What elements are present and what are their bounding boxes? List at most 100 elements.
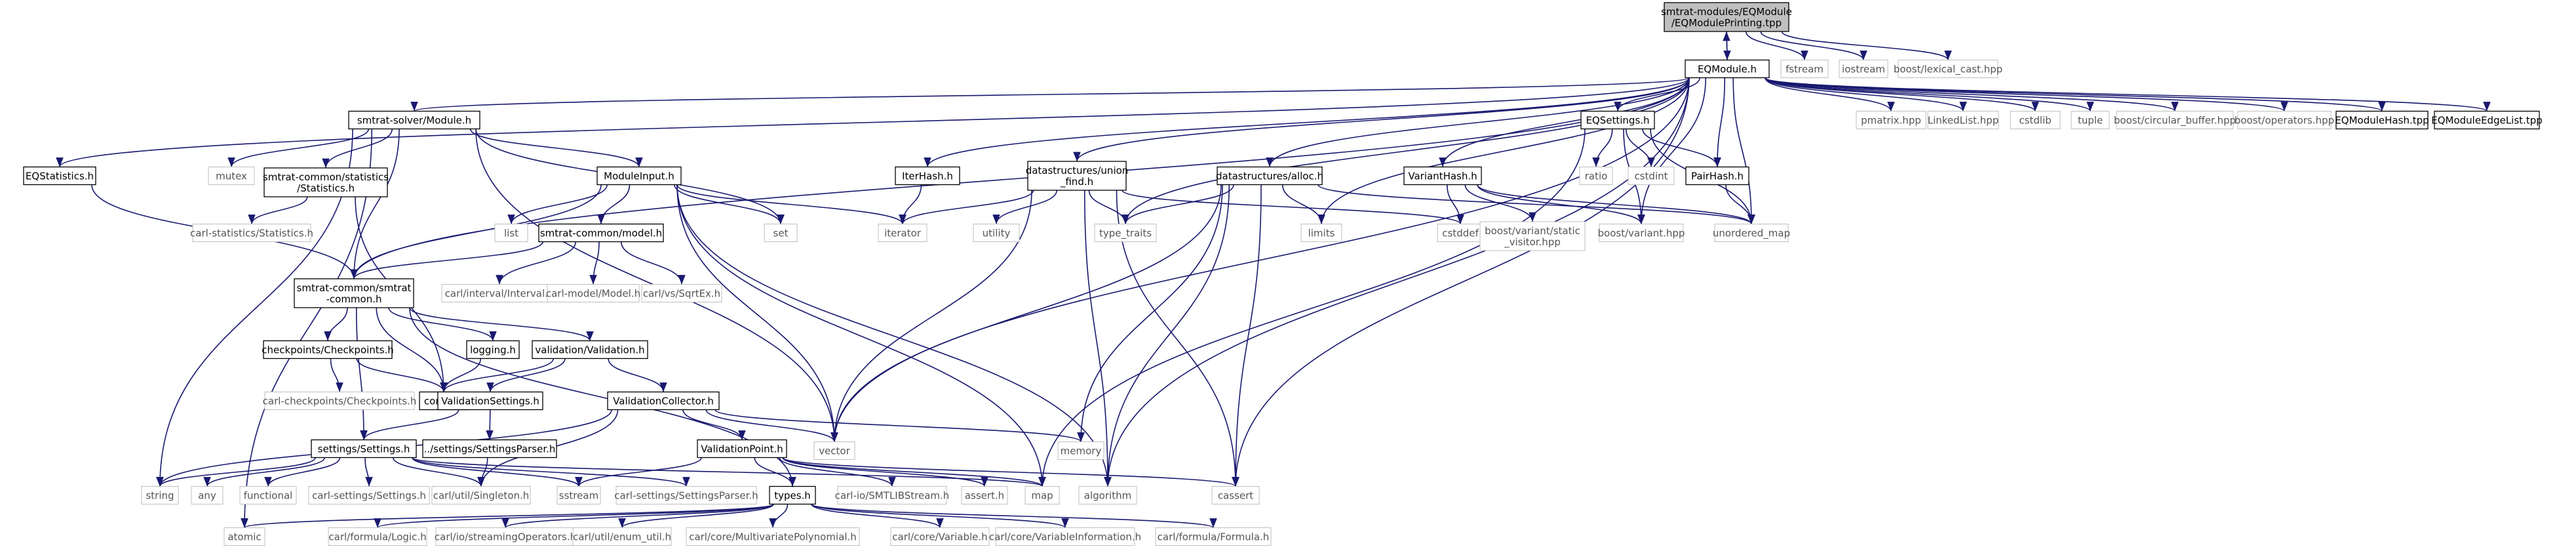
- include-edge-eqmodule-to-pairhash: [1713, 77, 1726, 167]
- node-label: mutex: [216, 171, 247, 182]
- graph-node-iterhash[interactable]: IterHash.h: [895, 166, 960, 186]
- graph-node-module[interactable]: smtrat-solver/Module.h: [348, 110, 480, 130]
- graph-node-atomic: atomic: [224, 527, 265, 546]
- node-box: [1025, 486, 1060, 504]
- include-edge-validationsettings-to-settings: [360, 409, 459, 440]
- node-box: [466, 340, 520, 359]
- node-label: limits: [1308, 228, 1335, 239]
- graph-node-root[interactable]: smtrat-modules/EQModule/EQModulePrinting…: [1661, 2, 1792, 32]
- node-label: carl/util/Singleton.h: [433, 490, 530, 502]
- node-label: EQModuleHash.tpp: [2335, 115, 2429, 127]
- include-edge-model-to-carlmodel: [589, 241, 600, 285]
- node-box: [191, 486, 224, 504]
- node-box: [813, 441, 855, 460]
- graph-node-eqmodulehash[interactable]: EQModuleHash.tpp: [2335, 110, 2429, 130]
- graph-node-validationcollector[interactable]: ValidationCollector.h: [607, 391, 720, 411]
- include-edge-eqmodule-to-tuple: [1765, 77, 2094, 112]
- graph-node-common[interactable]: smtrat-common/smtrat-common.h: [294, 278, 414, 308]
- node-label: iterator: [884, 228, 922, 239]
- node-box: [23, 166, 96, 186]
- graph-node-eqmoduleedgelist[interactable]: EQModuleEdgeList.tpp: [2431, 110, 2543, 130]
- include-edge-moduleinput-to-model: [597, 184, 631, 224]
- include-edge-eqmodule-to-eqsettings: [1614, 77, 1701, 112]
- node-label: set: [773, 228, 789, 239]
- graph-node-validationsettings[interactable]: ValidationSettings.h: [437, 391, 543, 411]
- node-label: smtrat-common/model.h: [540, 228, 662, 239]
- include-edge-validationcollector-to-vector: [705, 409, 838, 442]
- graph-node-varianthash[interactable]: VariantHash.h: [1403, 166, 1482, 186]
- graph-node-checkpoints[interactable]: checkpoints/Checkpoints.h: [262, 340, 394, 359]
- graph-node-alloc[interactable]: datastructures/alloc.h: [1216, 166, 1323, 186]
- node-label: _visitor.hpp: [1504, 236, 1561, 249]
- node-box: [437, 391, 543, 411]
- node-box: [2434, 110, 2540, 130]
- include-edge-validationpoint-to-smtlibstream: [779, 457, 896, 487]
- node-label: ModuleInput.h: [604, 171, 674, 182]
- graph-node-settings[interactable]: settings/Settings.h: [311, 439, 417, 459]
- node-label: IterHash.h: [902, 171, 953, 182]
- node-label: validation/Validation.h: [535, 344, 644, 356]
- include-edge-eqmodule-to-unionfind: [1073, 77, 1690, 162]
- include-edge-moduleinput-to-common: [350, 184, 602, 279]
- graph-node-map: map: [1025, 486, 1060, 504]
- node-box: [2335, 110, 2429, 130]
- graph-node-validationpoint[interactable]: ValidationPoint.h: [697, 439, 787, 459]
- node-label: -common.h: [326, 293, 381, 305]
- graph-node-interval: carl/interval/Interval.h: [441, 284, 558, 302]
- include-edge-validationcollector-to-memory: [714, 409, 1085, 443]
- graph-node-tuple: tuple: [2071, 111, 2110, 129]
- graph-node-settingsparser[interactable]: ../settings/SettingsParser.h: [422, 439, 557, 459]
- node-box: [2116, 111, 2234, 129]
- include-edge-unionfind-to-cstddef: [1122, 190, 1464, 225]
- graph-node-eqstatistics[interactable]: EQStatistics.h: [23, 166, 96, 186]
- node-label: pmatrix.hpp: [1861, 115, 1921, 127]
- include-edge-statistics-to-carlstats: [248, 196, 308, 224]
- graph-node-validation[interactable]: validation/Validation.h: [532, 340, 648, 359]
- include-edge-eqsettings-to-map: [1038, 129, 1586, 487]
- graph-node-eqsettings[interactable]: EQSettings.h: [1580, 110, 1655, 130]
- graph-node-model[interactable]: smtrat-common/model.h: [538, 223, 664, 243]
- include-edge-eqmodule-to-eqmodulehash: [1765, 77, 2386, 112]
- graph-node-cassert: cassert: [1211, 486, 1260, 504]
- graph-node-eqmodule[interactable]: EQModule.h: [1685, 59, 1770, 79]
- graph-node-statistics[interactable]: smtrat-common/statistics/Statistics.h: [263, 167, 389, 197]
- node-box: [1217, 166, 1323, 186]
- include-edge-unionfind-to-utility: [992, 190, 1058, 224]
- node-label: PairHash.h: [1691, 171, 1744, 182]
- graph-node-limits: limits: [1300, 224, 1342, 242]
- include-edge-eqmodule-to-unorderedmap: [1732, 77, 1755, 224]
- include-edge-unionfind-to-cassert: [1116, 190, 1239, 487]
- node-box: [1211, 486, 1260, 504]
- graph-node-types[interactable]: types.h: [769, 485, 816, 505]
- include-edge-module-to-statistics: [322, 129, 393, 169]
- include-edge-eqmodule-to-alloc: [1266, 77, 1690, 167]
- node-label: carl/formula/Formula.h: [1158, 531, 1270, 543]
- graph-node-pairhash[interactable]: PairHash.h: [1685, 166, 1749, 186]
- node-label: carl/io/streamingOperators.h: [435, 531, 576, 543]
- include-edge-eqmodule-to-limits: [1317, 77, 1690, 224]
- include-edge-types-to-atomic: [241, 503, 774, 529]
- graph-node-carlmodel: carl-model/Model.h: [546, 284, 640, 302]
- node-label: datastructures/alloc.h: [1216, 171, 1323, 182]
- include-edge-eqsettings-to-cstdint: [1625, 129, 1655, 167]
- graph-node-pmatrix: pmatrix.hpp: [1856, 111, 1926, 129]
- include-edge-settingsparser-to-singleton: [477, 457, 488, 487]
- node-box: [328, 527, 427, 546]
- node-label: carl/core/MultivariatePolynomial.h: [689, 531, 857, 543]
- graph-node-vector: vector: [813, 441, 855, 460]
- node-label: carl-io/SMTLIBStream.h: [835, 490, 950, 502]
- node-label: ValidationSettings.h: [441, 396, 539, 407]
- graph-node-unionfind[interactable]: datastructures/union_find.h: [1026, 161, 1129, 191]
- include-edge-validationpoint-to-map: [782, 457, 1046, 487]
- node-label: ratio: [1585, 171, 1608, 182]
- graph-node-moduleinput[interactable]: ModuleInput.h: [596, 166, 682, 186]
- include-edge-eqmodule-to-module: [411, 77, 1690, 112]
- include-edge-types-to-streamops: [501, 503, 774, 529]
- graph-node-singleton: carl/util/Singleton.h: [431, 486, 531, 504]
- node-label: smtrat-solver/Module.h: [357, 115, 471, 127]
- node-label: EQModuleEdgeList.tpp: [2431, 115, 2543, 127]
- node-box: [1155, 527, 1272, 546]
- node-label: cstddef: [1442, 228, 1479, 239]
- graph-node-logging[interactable]: logging.h: [466, 340, 520, 359]
